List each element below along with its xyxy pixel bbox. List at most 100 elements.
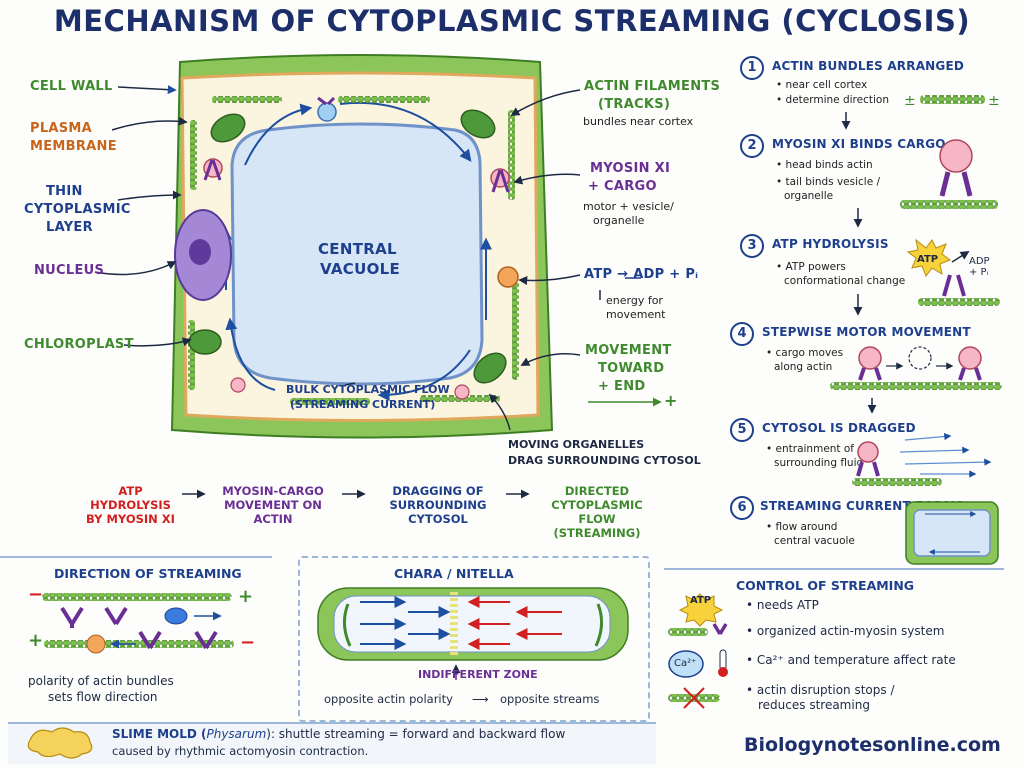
step-1-bullet-2: determine direction xyxy=(785,94,889,106)
chara-zone: INDIFFERENT ZONE xyxy=(418,668,538,681)
actin-right xyxy=(508,110,515,200)
control-item-3: Ca²⁺ and temperature affect rate xyxy=(756,653,956,667)
step-num-4: 4 xyxy=(730,322,754,346)
step-6-bullet-2: central vacuole xyxy=(774,535,855,547)
chara-panel-border xyxy=(298,556,650,722)
label-energy-1: energy for xyxy=(606,294,663,307)
label-thin-1: THIN xyxy=(46,184,83,199)
actin-bottom xyxy=(290,398,370,405)
slime-mold-icon xyxy=(27,727,93,759)
label-myosin-2: + CARGO xyxy=(588,179,657,194)
step-title-5: CYTOSOL IS DRAGGED xyxy=(762,421,916,435)
step-num-6: 6 xyxy=(730,496,754,520)
step-2-bullet-3: organelle xyxy=(784,190,834,202)
label-move-2: TOWARD xyxy=(598,361,665,376)
svg-text:−: − xyxy=(28,584,43,605)
label-myosin-sub-1: motor + vesicle/ xyxy=(583,200,674,213)
label-actin-1: ACTIN FILAMENTS xyxy=(584,79,721,94)
direction-title: DIRECTION OF STREAMING xyxy=(54,566,242,581)
slime-line-2: caused by rhythmic actomyosin contractio… xyxy=(112,744,369,758)
step-num-1: 1 xyxy=(740,56,764,80)
step-num-3: 3 xyxy=(740,234,764,258)
actin-top-left xyxy=(212,96,282,103)
chloroplast-shapes xyxy=(188,109,507,384)
direction-illustration: − + + − xyxy=(28,584,255,654)
control-item-4: actin disruption stops / xyxy=(756,683,895,697)
bulk-flow-2: (STREAMING CURRENT) xyxy=(290,398,436,411)
step-6-bullet-1: flow around xyxy=(775,521,838,533)
slime-line-1: SLIME MOLD (Physarum): shuttle streaming… xyxy=(112,727,566,741)
step-2-bullet-2: tail binds vesicle / xyxy=(785,176,881,188)
step-title-1: ACTIN BUNDLES ARRANGED xyxy=(772,59,965,73)
step-title-2: MYOSIN XI BINDS CARGO xyxy=(772,137,946,151)
label-energy-2: movement xyxy=(606,308,666,321)
control-atp-badge: ATP xyxy=(690,595,712,606)
step-title-3: ATP HYDROLYSIS xyxy=(772,237,889,251)
step-title-4: STEPWISE MOTOR MOVEMENT xyxy=(762,325,971,339)
step-4-bullet-1: cargo moves xyxy=(775,347,844,359)
label-move-3: + END xyxy=(598,379,646,394)
step-4-bullet-2: along actin xyxy=(774,361,833,373)
page-title: MECHANISM OF CYTOPLASMIC STREAMING (CYCL… xyxy=(53,4,971,38)
control-item-1: needs ATP xyxy=(756,598,819,612)
svg-text:+: + xyxy=(238,586,253,607)
label-myosin-sub-2: organelle xyxy=(593,214,645,227)
svg-text:+: + xyxy=(28,630,43,651)
control-ca-badge: Ca²⁺ xyxy=(674,658,697,669)
label-chloroplast: CHLOROPLAST xyxy=(24,337,134,352)
step-num-2: 2 xyxy=(740,134,764,158)
direction-caption-1: polarity of actin bundles xyxy=(28,674,174,688)
svg-text:−: − xyxy=(240,632,255,653)
label-plus-end: + xyxy=(664,391,678,410)
chara-illustration xyxy=(317,587,629,680)
label-actin-2: (TRACKS) xyxy=(598,97,671,112)
step-3-bullet-2: conformational change xyxy=(784,275,906,287)
chara-caption-b: opposite streams xyxy=(500,692,600,706)
step-num-5: 5 xyxy=(730,418,754,442)
label-thin-2: CYTOPLASMIC xyxy=(24,202,131,217)
svg-text:ATP: ATP xyxy=(917,254,938,265)
label-thin-3: LAYER xyxy=(46,220,93,235)
control-icons xyxy=(668,593,728,709)
control-item-5: reduces streaming xyxy=(758,698,870,712)
step-5-bullet-2: surrounding fluid xyxy=(774,457,864,469)
footer-site[interactable]: Biologynotesonline.com xyxy=(744,734,1001,756)
chara-caption-a: opposite actin polarity xyxy=(324,692,453,706)
label-nucleus: NUCLEUS xyxy=(34,263,105,278)
actin-left-upper xyxy=(190,120,197,190)
label-moving-1: MOVING ORGANELLES xyxy=(508,438,645,451)
direction-caption-2: sets flow direction xyxy=(48,690,158,704)
actin-right-lower xyxy=(512,280,519,380)
vacuole-label-1: CENTRAL xyxy=(318,240,397,258)
svg-text:±: ± xyxy=(904,93,916,109)
chara-title: CHARA / NITELLA xyxy=(394,566,514,581)
vacuole-label-2: VACUOLE xyxy=(320,260,401,278)
step-2-bullet-1: head binds actin xyxy=(785,159,873,171)
divider-right xyxy=(664,568,1004,570)
svg-text:±: ± xyxy=(988,93,1000,109)
label-cell-wall: CELL WALL xyxy=(30,79,113,94)
actin-top xyxy=(338,96,430,103)
control-item-2: organized actin-myosin system xyxy=(756,624,945,638)
label-moving-2: DRAG SURROUNDING CYTOSOL xyxy=(508,454,701,467)
step-5-bullet-1: entrainment of xyxy=(775,443,855,455)
step-3-bullet-1: ATP powers xyxy=(785,261,846,273)
control-title: CONTROL OF STREAMING xyxy=(736,578,915,593)
label-plasma-2: MEMBRANE xyxy=(30,139,117,154)
chara-caption-arrow: ⟶ xyxy=(472,692,489,706)
divider-left xyxy=(0,556,272,558)
label-myosin-1: MYOSIN XI xyxy=(590,161,671,176)
step-3-adp: ADP + Pᵢ xyxy=(969,256,990,278)
label-actin-sub: bundles near cortex xyxy=(583,115,694,128)
step-1-bullet-1: near cell cortex xyxy=(785,79,868,91)
label-move-1: MOVEMENT xyxy=(585,343,672,358)
slime-panel xyxy=(8,722,656,764)
label-plasma-1: PLASMA xyxy=(30,121,93,136)
label-atp-eq: ATP → ADP + Pᵢ xyxy=(584,267,699,282)
